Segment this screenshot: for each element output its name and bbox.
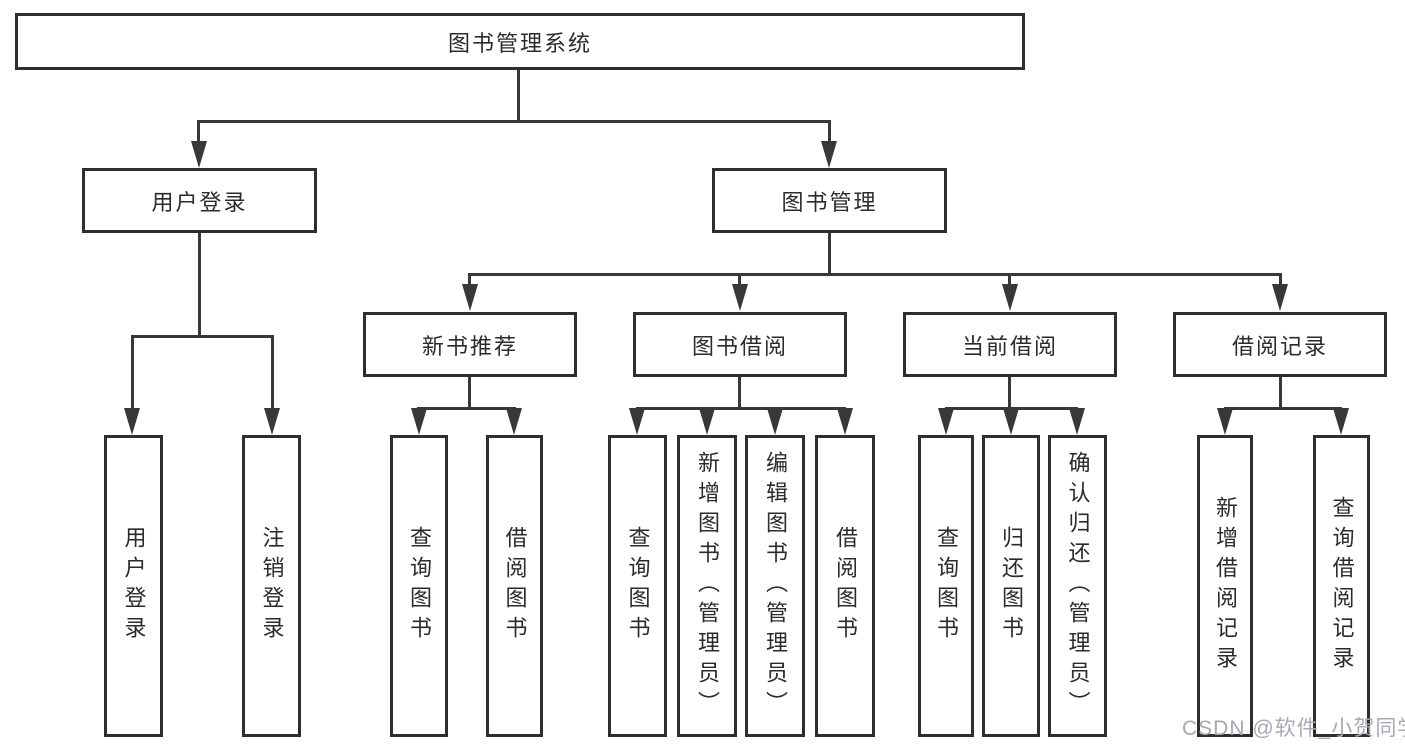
leaf-label: 新增借阅记录 [1213, 496, 1238, 676]
leaf-borrowing-query-books: 查询图书 [608, 435, 667, 737]
connector-line [417, 407, 516, 410]
node-label: 借阅记录 [1231, 333, 1328, 359]
node-library-management-system: 图书管理系统 [15, 13, 1025, 70]
leaf-label: 查询图书 [625, 526, 651, 646]
connector-line [517, 70, 520, 122]
leaf-label: 新增图书（管理员） [695, 451, 720, 721]
arrow-down-icon [699, 408, 715, 435]
node-label: 图书管理 [781, 189, 878, 215]
connector-line [828, 120, 831, 145]
connector-line [197, 120, 200, 145]
connector-line [197, 120, 831, 123]
leaf-label: 查询图书 [934, 526, 959, 646]
arrow-down-icon [1002, 284, 1018, 311]
arrow-down-icon [1272, 284, 1288, 311]
node-label: 图书管理系统 [447, 30, 592, 56]
leaf-label: 编辑图书（管理员） [763, 451, 788, 721]
arrow-down-icon [1069, 408, 1085, 435]
leaf-borrowing-borrow-books: 借阅图书 [815, 435, 875, 737]
leaf-label: 注销登录 [259, 526, 285, 646]
node-label: 用户登录 [151, 189, 248, 215]
leaf-label: 查询图书 [407, 526, 432, 646]
connector-line [131, 335, 273, 338]
node-borrowing-records: 借阅记录 [1173, 312, 1387, 377]
arrow-down-icon [1003, 408, 1019, 435]
leaf-label: 确认归还（管理员） [1065, 451, 1091, 721]
connector-line [468, 377, 471, 410]
connector-line [1279, 377, 1282, 410]
arrow-down-icon [124, 408, 140, 435]
connector-line [198, 233, 201, 337]
csdn-watermark: CSDN @软件_小贺同学 [1182, 717, 1405, 740]
arrow-down-icon [767, 408, 783, 435]
arrow-down-icon [732, 284, 748, 311]
leaf-label: 用户登录 [121, 526, 147, 646]
leaf-current-return-books: 归还图书 [982, 435, 1040, 737]
connector-line [828, 233, 831, 275]
node-book-borrowing: 图书借阅 [633, 312, 847, 377]
leaf-logout: 注销登录 [242, 435, 301, 737]
node-user-login: 用户登录 [82, 168, 317, 233]
arrow-down-icon [411, 408, 427, 435]
leaf-borrowing-add-books-admin: 新增图书（管理员） [677, 435, 737, 737]
node-new-book-recommend: 新书推荐 [363, 312, 577, 377]
leaf-recommend-query-books: 查询图书 [390, 435, 448, 737]
leaf-current-query-books: 查询图书 [918, 435, 974, 737]
connector-line [1008, 377, 1011, 410]
arrow-down-icon [191, 141, 207, 168]
arrow-down-icon [1217, 408, 1233, 435]
arrow-down-icon [462, 284, 478, 311]
connector-line [1224, 407, 1342, 410]
connector-line [468, 273, 1282, 276]
arrow-down-icon [629, 408, 645, 435]
leaf-records-query-record: 查询借阅记录 [1313, 435, 1370, 737]
leaf-recommend-borrow-books: 借阅图书 [486, 435, 543, 737]
arrow-down-icon [506, 408, 522, 435]
leaf-label: 查询借阅记录 [1329, 496, 1355, 676]
node-label: 新书推荐 [421, 333, 518, 359]
connector-line [1279, 273, 1282, 287]
node-current-borrowing: 当前借阅 [903, 312, 1117, 377]
connector-line [636, 407, 846, 410]
arrow-down-icon [821, 141, 837, 168]
arrow-down-icon [837, 408, 853, 435]
leaf-records-add-record: 新增借阅记录 [1197, 435, 1253, 737]
node-label: 当前借阅 [961, 333, 1058, 359]
connector-line [271, 335, 274, 410]
arrow-down-icon [938, 408, 954, 435]
leaf-current-confirm-return-admin: 确认归还（管理员） [1048, 435, 1107, 737]
leaf-label: 借阅图书 [502, 526, 528, 646]
arrow-down-icon [264, 408, 280, 435]
connector-line [131, 335, 134, 410]
leaf-user-login: 用户登录 [104, 435, 163, 737]
connector-line [738, 377, 741, 410]
arrow-down-icon [1333, 408, 1349, 435]
node-book-management: 图书管理 [712, 168, 947, 233]
connector-line [468, 273, 471, 287]
node-label: 图书借阅 [691, 333, 788, 359]
leaf-borrowing-edit-books-admin: 编辑图书（管理员） [745, 435, 805, 737]
connector-line [1008, 273, 1011, 287]
connector-line [738, 273, 741, 287]
leaf-label: 归还图书 [999, 526, 1024, 646]
leaf-label: 借阅图书 [833, 526, 858, 646]
